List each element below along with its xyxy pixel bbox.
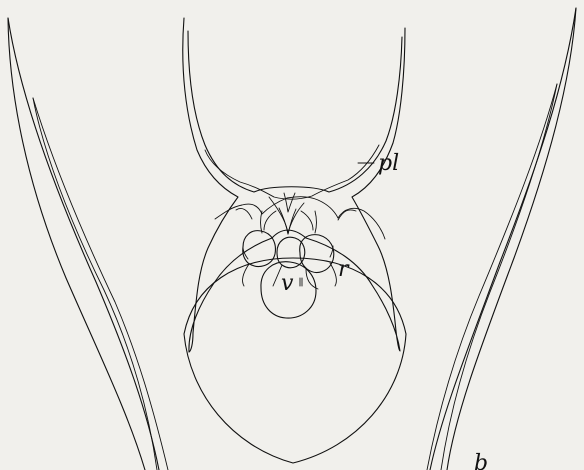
label-r: r <box>338 257 350 282</box>
left-spine <box>8 18 168 470</box>
label-pointers <box>300 163 374 286</box>
central-skeleton-structure <box>183 18 405 352</box>
right-spine <box>427 8 576 470</box>
oval-body <box>184 258 406 463</box>
label-v: v <box>281 271 294 296</box>
label-b: b <box>474 451 488 470</box>
label-pl: pl <box>378 151 399 176</box>
